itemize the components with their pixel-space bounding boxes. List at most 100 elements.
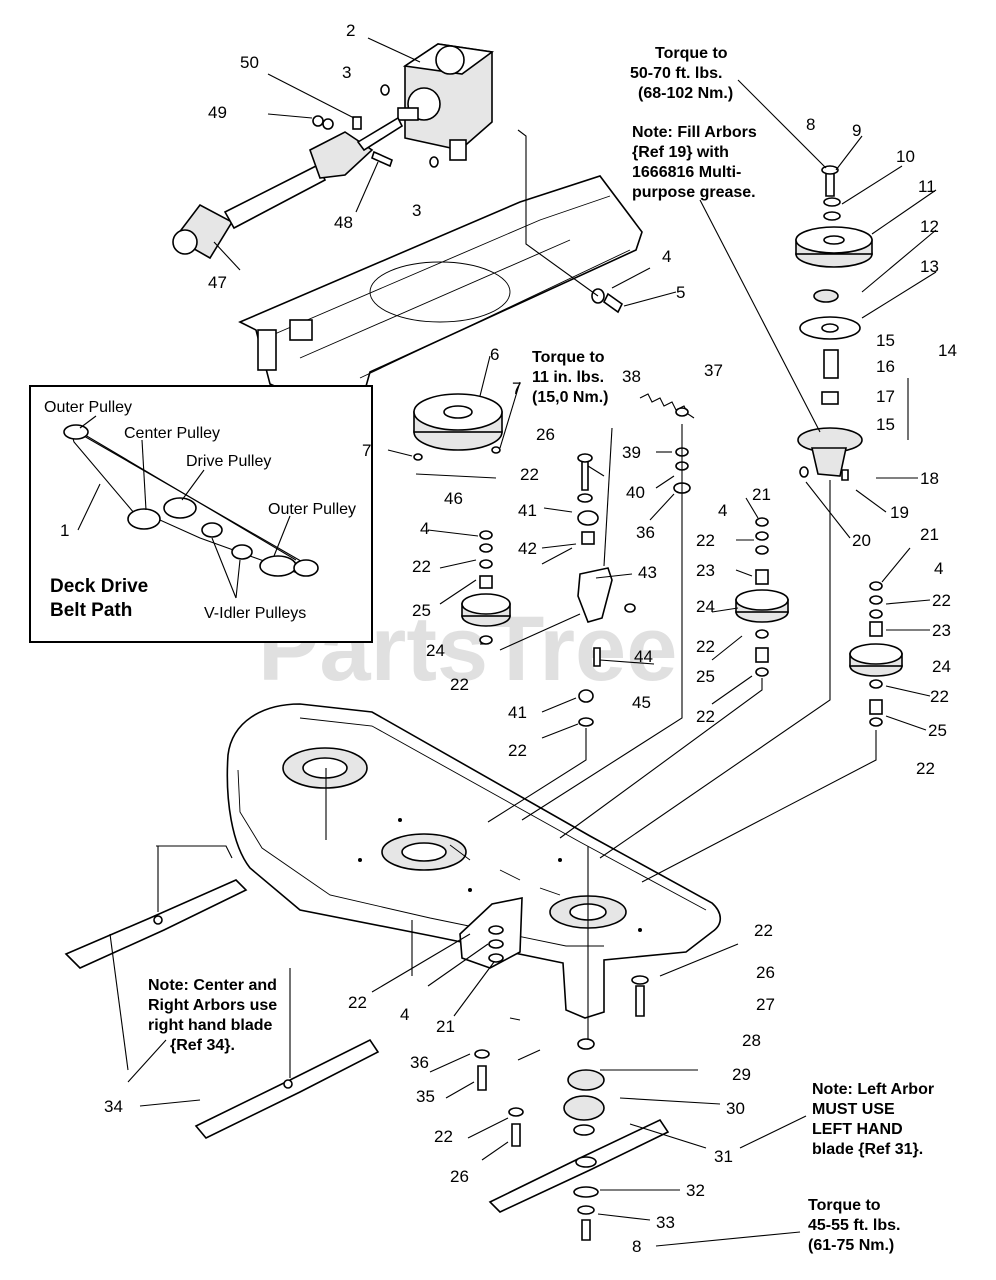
ref-3-top: 3 (342, 63, 351, 82)
ref-22-j: 22 (916, 759, 935, 778)
fill-note-line2: {Ref 19} with (632, 144, 729, 161)
ref-22-l: 22 (348, 993, 367, 1012)
ref-47: 47 (208, 273, 227, 292)
leader-lines (109, 37, 937, 1247)
ref-35: 35 (416, 1087, 435, 1106)
ref37-part (675, 407, 689, 417)
ref-22-b: 22 (412, 557, 431, 576)
ref-21-middle: 21 (752, 485, 771, 504)
ref-42: 42 (518, 539, 537, 558)
inset-outer-pulley-left: Outer Pulley (44, 399, 132, 416)
ref3-part-b (429, 156, 439, 168)
ref-6: 6 (490, 345, 499, 364)
ref-50: 50 (240, 53, 259, 72)
fill-note-line3: 1666816 Multi- (632, 164, 741, 181)
ref-21-deck: 21 (436, 1017, 455, 1036)
deck-washers (488, 925, 504, 963)
blade-ref34-left (64, 879, 248, 969)
ref7-setscrew-b (491, 446, 501, 454)
torque-note-mid-line1: Torque to (532, 349, 605, 366)
idler-bracket (577, 453, 636, 727)
ref-9: 9 (852, 121, 861, 140)
ref-45: 45 (632, 693, 651, 712)
idler-stack-left (461, 530, 511, 645)
ref-20: 20 (852, 531, 871, 550)
left-note-line4: blade {Ref 31}. (812, 1141, 923, 1158)
ref-25-right: 25 (928, 721, 947, 740)
ref-36-bottom: 36 (410, 1053, 429, 1072)
ref-19: 19 (890, 503, 909, 522)
gearbox (397, 43, 495, 161)
ref-2: 2 (346, 21, 355, 40)
ref-10: 10 (896, 147, 915, 166)
ref-41-top: 41 (518, 501, 537, 520)
ref-43: 43 (638, 563, 657, 582)
left-note-line2: MUST USE (812, 1101, 895, 1118)
ref-25-left: 25 (412, 601, 431, 620)
torque-note-top-line3: (68-102 Nm.) (638, 85, 733, 102)
drive-shaft (172, 116, 404, 260)
inset-v-idler-pulleys: V-Idler Pulleys (204, 605, 306, 622)
left-note-line3: LEFT HAND (812, 1121, 903, 1138)
inset-outer-pulley-right: Outer Pulley (268, 501, 356, 518)
ref-4-frame: 4 (662, 247, 671, 266)
ref-22-g: 22 (696, 707, 715, 726)
ref-23-right: 23 (932, 621, 951, 640)
ref-22-i: 22 (930, 687, 949, 706)
torque-note-bottom: Torque to 45-55 ft. lbs. (61-75 Nm.) (808, 1197, 900, 1254)
mower-deck (226, 703, 722, 1019)
ref20-fitting (799, 466, 809, 478)
ref-5: 5 (676, 283, 685, 302)
reference-numbers: 2 50 3 49 48 3 47 4 5 6 7 7 8 9 10 11 12… (104, 21, 957, 1256)
torque-note-top-line1: Torque to (655, 45, 728, 62)
idler-stack-right (849, 581, 903, 727)
torque-note-top-line2: 50-70 ft. lbs. (630, 65, 722, 82)
belt-path-inset (29, 385, 373, 643)
ref-22-e: 22 (696, 531, 715, 550)
torque-note-mid: Torque to 11 in. lbs. (15,0 Nm.) (532, 349, 608, 406)
center-note-line2: Right Arbors use (148, 997, 277, 1014)
left-arbor-note: Note: Left Arbor MUST USE LEFT HAND blad… (812, 1081, 934, 1158)
ref-31: 31 (714, 1147, 733, 1166)
fill-arbors-note: Note: Fill Arbors {Ref 19} with 1666816 … (632, 124, 757, 201)
ref-4-left: 4 (420, 519, 429, 538)
ref-24-middle: 24 (696, 597, 715, 616)
ref-29: 29 (732, 1065, 751, 1084)
torque-note-mid-line2: 11 in. lbs. (532, 369, 604, 386)
left-note-line1: Note: Left Arbor (812, 1081, 934, 1098)
ref7-setscrew-a (413, 453, 423, 461)
ref-4-deck: 4 (400, 1005, 409, 1024)
center-note-line1: Note: Center and (148, 977, 277, 994)
ref-41-bottom: 41 (508, 703, 527, 722)
ref-22-a: 22 (520, 465, 539, 484)
ref-11: 11 (918, 177, 936, 196)
ref-26-bottom-left: 26 (450, 1167, 469, 1186)
ref-22-m: 22 (434, 1127, 453, 1146)
fill-note-line4: purpose grease. (632, 184, 756, 201)
ref-46: 46 (444, 489, 463, 508)
ref-14: 14 (938, 341, 957, 360)
ref-38: 38 (622, 367, 641, 386)
blade-ref31 (488, 1118, 670, 1213)
ref-25-middle: 25 (696, 667, 715, 686)
ref-26-top: 26 (536, 425, 555, 444)
ref-16: 16 (876, 357, 895, 376)
ref-24-left: 24 (426, 641, 445, 660)
ref-33: 33 (656, 1213, 675, 1232)
blade-hub-stack (563, 975, 649, 1241)
ref-30: 30 (726, 1099, 745, 1118)
torque-note-bot-line2: 45-55 ft. lbs. (808, 1217, 900, 1234)
ref-15-bottom: 15 (876, 415, 895, 434)
ref3-part-a (380, 84, 390, 96)
torque-note-bot-line1: Torque to (808, 1197, 881, 1214)
torque-note-mid-line3: (15,0 Nm.) (532, 389, 608, 406)
ref-4-right: 4 (934, 559, 943, 578)
ref-22-h: 22 (932, 591, 951, 610)
inset-title-line2: Belt Path (50, 600, 132, 621)
ref-39: 39 (622, 443, 641, 462)
ref-24-right: 24 (932, 657, 951, 676)
ref-27: 27 (756, 995, 775, 1014)
ref-7-right: 7 (512, 379, 521, 398)
ref-17: 17 (876, 387, 895, 406)
